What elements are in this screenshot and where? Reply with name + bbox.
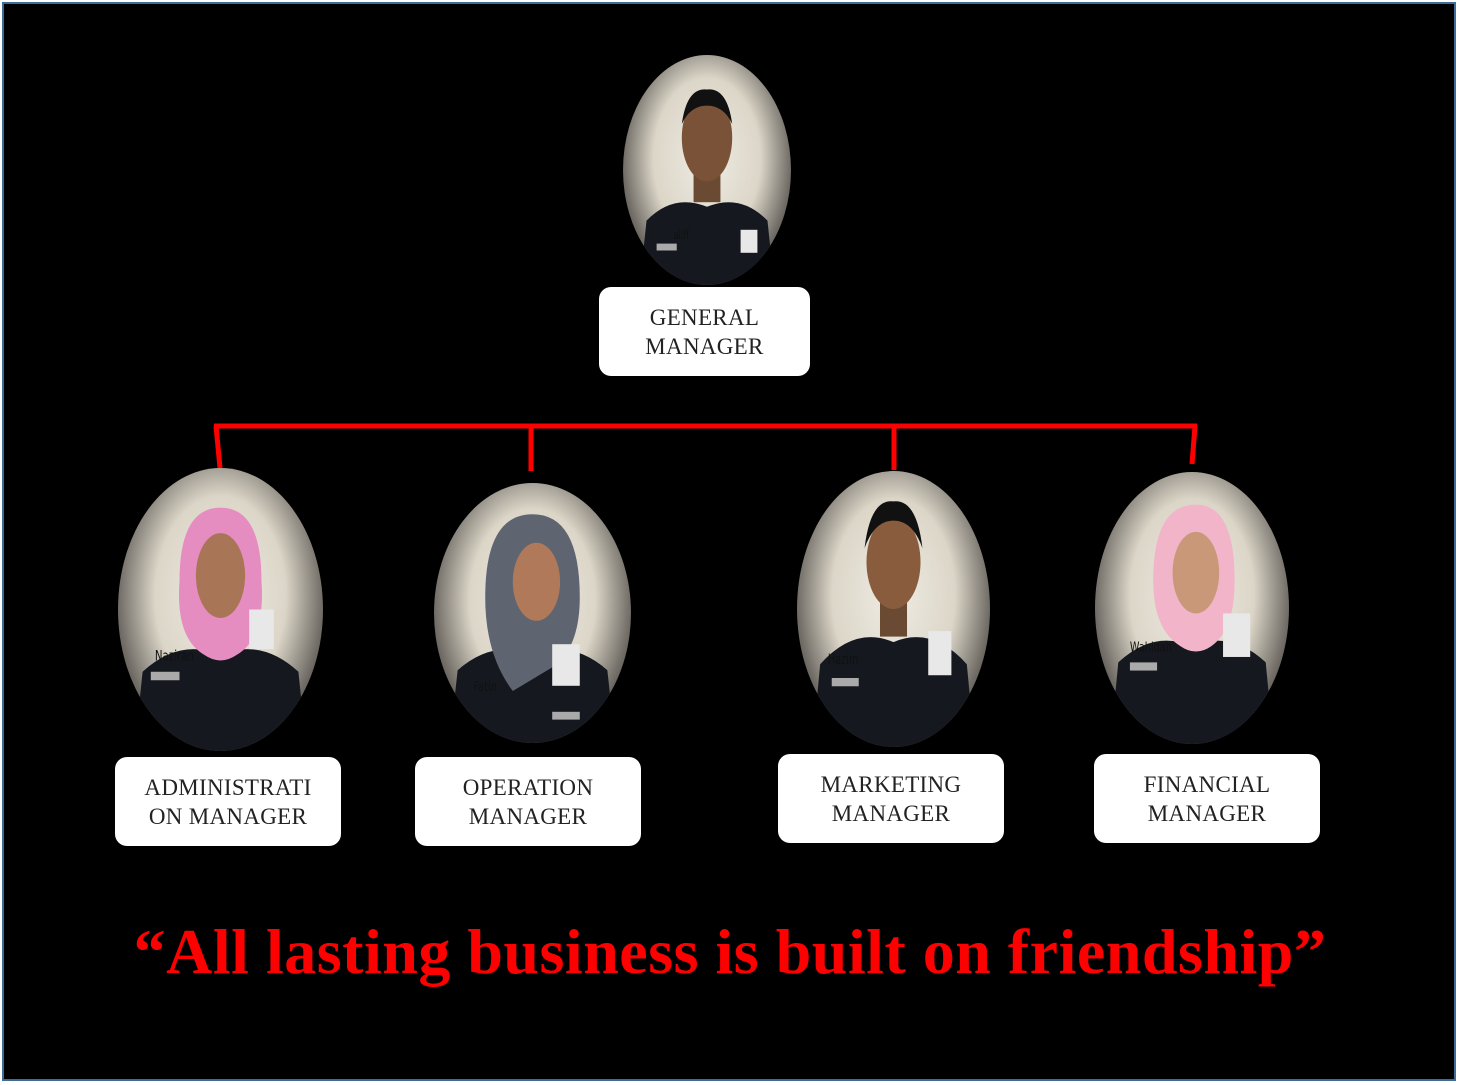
- photo-financial-manager: Wahidah: [1095, 472, 1289, 744]
- photo-administration-manager: Naziran: [118, 468, 323, 751]
- box-operation-manager: OPERATION MANAGER: [415, 757, 641, 846]
- person-avatar-icon: Naziran: [118, 468, 323, 751]
- title-financial-manager: FINANCIAL MANAGER: [1144, 770, 1271, 828]
- title-marketing-manager: MARKETING MANAGER: [821, 770, 962, 828]
- person-avatar-icon: aliff: [623, 55, 791, 285]
- motto-quote: “All lasting business is built on friend…: [0, 915, 1460, 989]
- title-general-manager: GENERAL MANAGER: [645, 303, 763, 361]
- connector-financial: [1192, 426, 1195, 464]
- name-badge: aliff: [673, 230, 689, 243]
- person-avatar-icon: Wahidah: [1095, 472, 1289, 744]
- photo-marketing-manager: Hazim: [797, 471, 990, 747]
- photo-general-manager: aliff: [623, 55, 791, 285]
- title-operation-manager: OPERATION MANAGER: [463, 773, 593, 831]
- box-financial-manager: FINANCIAL MANAGER: [1094, 754, 1320, 843]
- person-avatar-icon: Fatin: [434, 483, 631, 743]
- title-administration-manager: ADMINISTRATI ON MANAGER: [144, 773, 311, 831]
- box-general-manager: GENERAL MANAGER: [599, 287, 810, 376]
- person-avatar-icon: Hazim: [797, 471, 990, 747]
- name-badge: Naziran: [155, 648, 194, 664]
- name-badge: Hazim: [828, 651, 858, 667]
- box-marketing-manager: MARKETING MANAGER: [778, 754, 1004, 843]
- name-badge: Wahidah: [1130, 639, 1172, 655]
- photo-operation-manager: Fatin: [434, 483, 631, 743]
- name-badge: Fatin: [473, 679, 497, 695]
- box-administration-manager: ADMINISTRATI ON MANAGER: [115, 757, 341, 846]
- connector-admin: [216, 426, 220, 468]
